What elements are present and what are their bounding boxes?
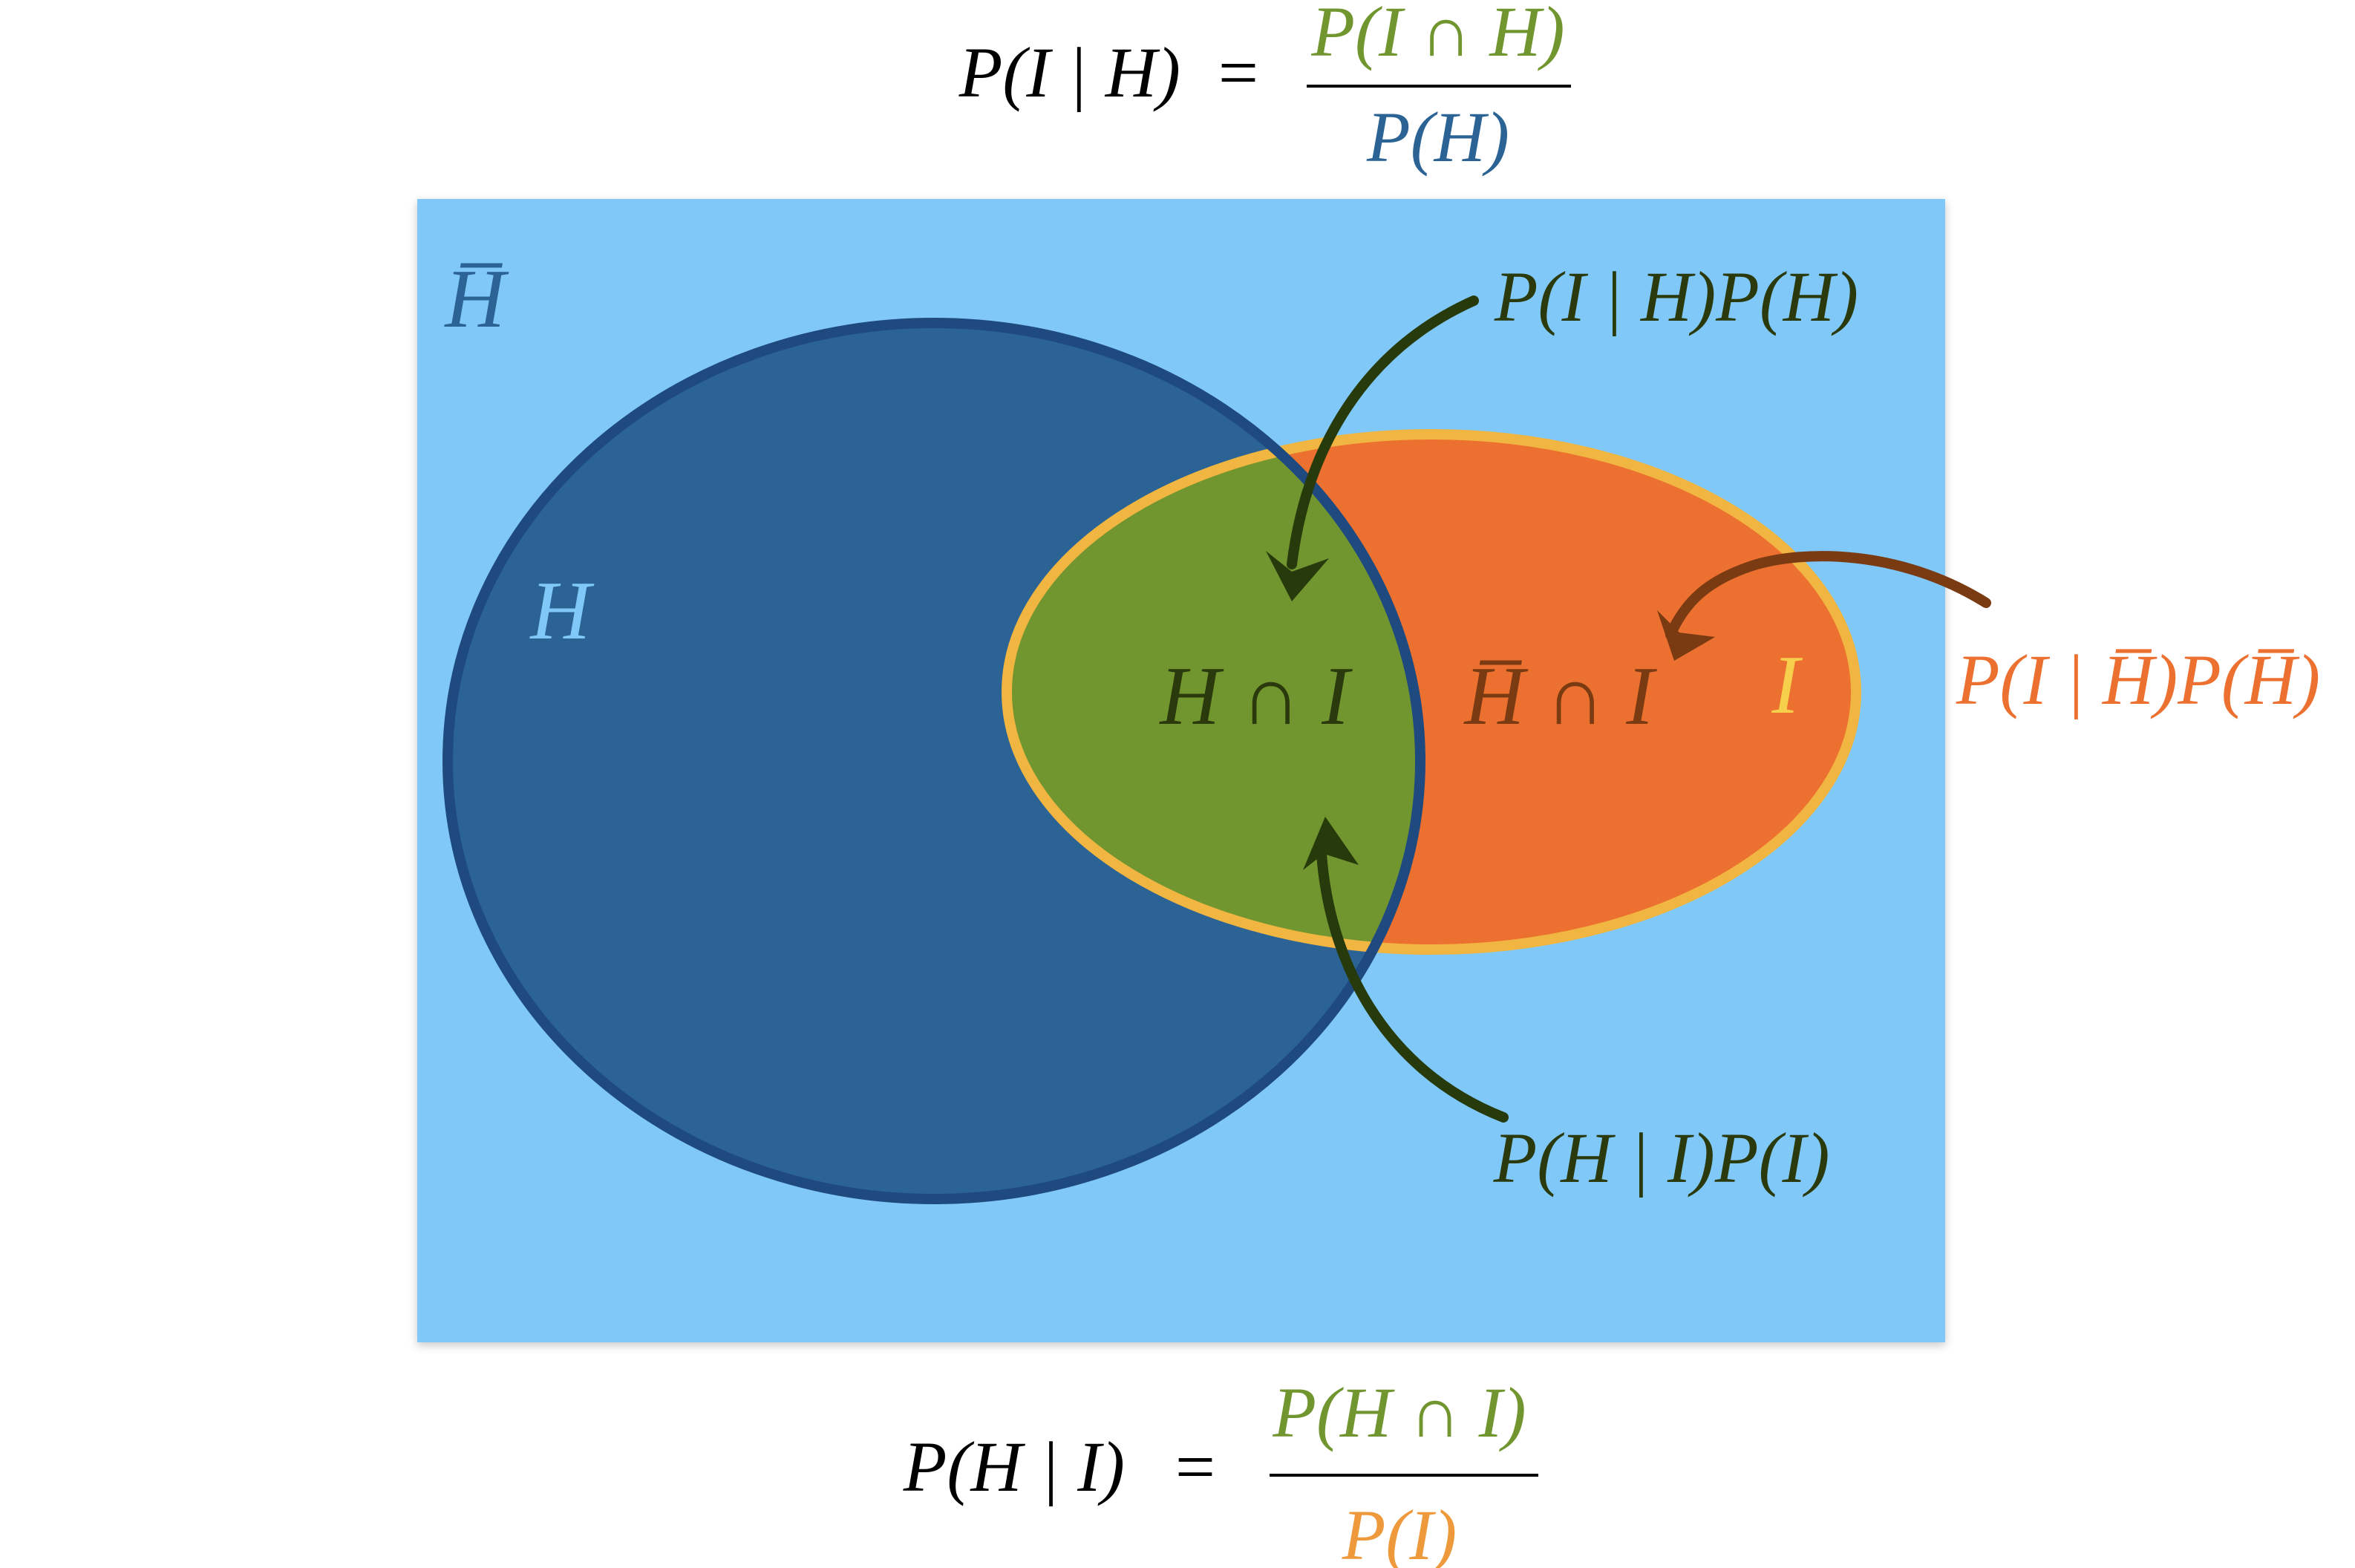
top-formula-numerator: P(I ∩ H) — [1310, 0, 1564, 71]
complement-intersection-label: H̅ ∩ I — [1463, 650, 1657, 742]
intersection-label: H ∩ I — [1158, 650, 1353, 742]
annotation-p-i-given-not-h-times-p-not-h: P(I | H̅)P(H̅) — [1956, 640, 2320, 719]
bottom-formula: P(H | I) = P(H ∩ I) P(I) — [903, 1373, 1538, 1568]
set-h-outline — [442, 318, 1425, 1204]
set-i-label: I — [1771, 639, 1803, 731]
bottom-formula-equals: = — [1175, 1427, 1215, 1506]
arrow-top-to-intersection — [1266, 295, 1479, 601]
bottom-formula-denominator: P(I) — [1342, 1495, 1457, 1568]
universe-label: H̅ — [444, 253, 509, 345]
intersection-region — [1002, 429, 1420, 955]
annotation-p-i-given-h-times-p-h: P(I | H)P(H) — [1494, 257, 1858, 336]
top-formula-denominator: P(H) — [1366, 97, 1509, 177]
set-h-label: H — [529, 565, 595, 657]
annotation-p-h-given-i-times-p-i: P(H | I)P(I) — [1493, 1118, 1830, 1198]
top-formula-equals: = — [1218, 33, 1258, 112]
top-formula-lhs: P(I | H) — [958, 33, 1180, 112]
bottom-formula-numerator: P(H ∩ I) — [1272, 1373, 1526, 1452]
bottom-formula-lhs: P(H | I) — [903, 1427, 1125, 1506]
arrow-bottom-to-intersection — [1303, 817, 1509, 1123]
arrow-orange-to-complement — [1657, 551, 1991, 661]
top-formula: P(I | H) = P(I ∩ H) P(H) — [958, 0, 1571, 177]
